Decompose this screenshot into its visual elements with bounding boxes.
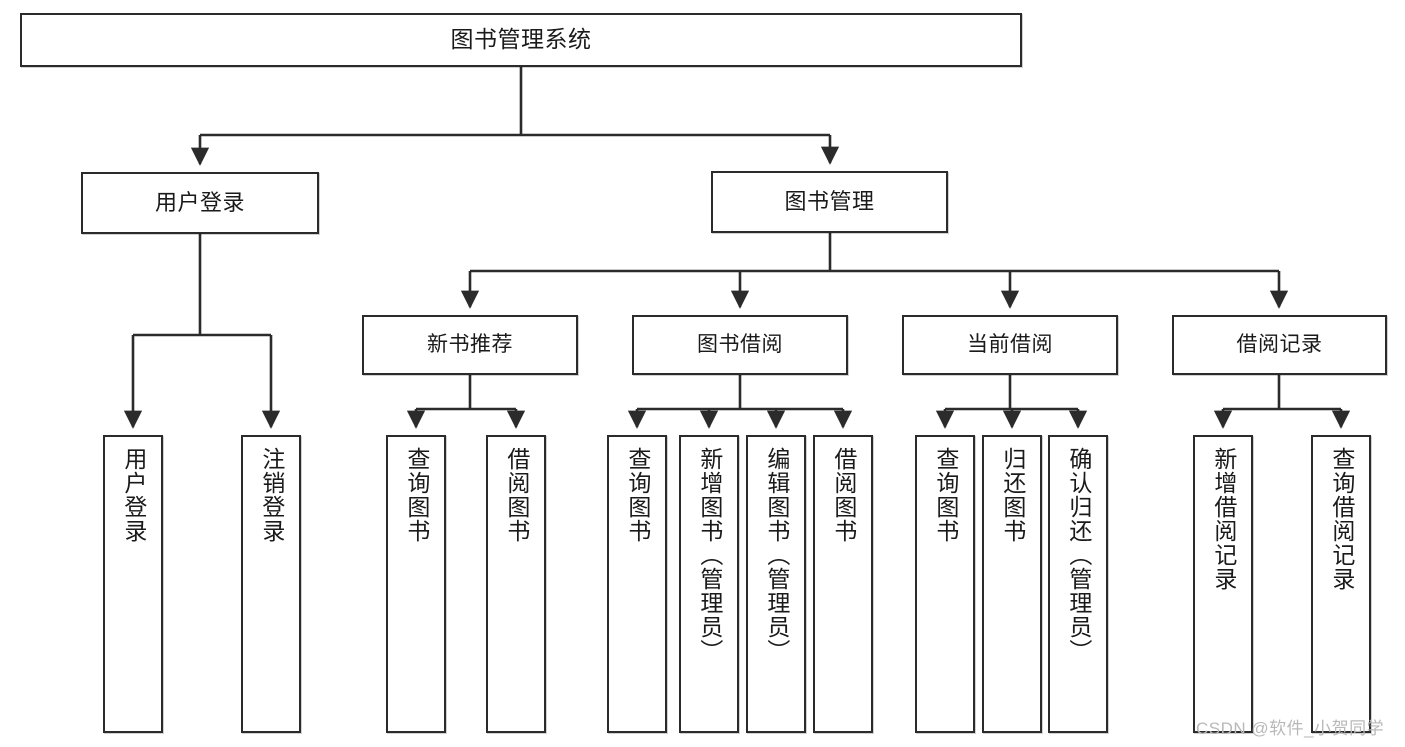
node-leaf-edit-book-admin[interactable]: 编辑图书（管理员） <box>746 435 806 733</box>
node-leaf-query-book-1-label: 查询图书 <box>403 447 430 543</box>
node-book-management[interactable]: 图书管理 <box>711 171 948 233</box>
node-leaf-add-borrow-record-label: 新增借阅记录 <box>1210 447 1237 591</box>
node-user-login[interactable]: 用户登录 <box>81 172 319 234</box>
node-current-borrow-label: 当前借阅 <box>967 332 1053 356</box>
node-book-management-label: 图书管理 <box>784 189 875 215</box>
node-leaf-query-book-2[interactable]: 查询图书 <box>607 435 667 733</box>
node-borrow-record[interactable]: 借阅记录 <box>1172 315 1387 375</box>
node-leaf-return-book[interactable]: 归还图书 <box>982 435 1042 733</box>
csdn-watermark: CSDN @软件_小贺同学 <box>1196 719 1385 738</box>
node-leaf-borrow-book-2-label: 借阅图书 <box>830 447 857 543</box>
node-book-borrow-label: 图书借阅 <box>697 332 783 356</box>
node-new-book-recommend[interactable]: 新书推荐 <box>362 315 578 375</box>
node-leaf-user-login[interactable]: 用户登录 <box>103 435 163 733</box>
node-leaf-edit-book-admin-label: 编辑图书（管理员） <box>763 447 790 663</box>
node-current-borrow[interactable]: 当前借阅 <box>902 315 1118 375</box>
node-book-borrow[interactable]: 图书借阅 <box>632 315 848 375</box>
node-leaf-add-borrow-record[interactable]: 新增借阅记录 <box>1193 435 1253 733</box>
node-root-label: 图书管理系统 <box>450 26 592 53</box>
node-leaf-query-book-1[interactable]: 查询图书 <box>386 435 446 733</box>
node-leaf-add-book-admin[interactable]: 新增图书（管理员） <box>679 435 739 733</box>
node-leaf-query-book-3[interactable]: 查询图书 <box>915 435 975 733</box>
node-borrow-record-label: 借阅记录 <box>1236 332 1323 356</box>
node-leaf-borrow-book-1-label: 借阅图书 <box>503 447 530 543</box>
node-leaf-confirm-return-admin[interactable]: 确认归还（管理员） <box>1048 435 1108 733</box>
node-leaf-borrow-book-2[interactable]: 借阅图书 <box>813 435 873 733</box>
node-root[interactable]: 图书管理系统 <box>20 13 1022 67</box>
node-leaf-user-logout-label: 注销登录 <box>258 447 285 543</box>
node-leaf-query-borrow-record[interactable]: 查询借阅记录 <box>1311 435 1371 733</box>
node-leaf-query-book-3-label: 查询图书 <box>932 447 959 543</box>
node-leaf-user-login-label: 用户登录 <box>120 447 147 543</box>
node-leaf-borrow-book-1[interactable]: 借阅图书 <box>486 435 546 733</box>
node-leaf-query-book-2-label: 查询图书 <box>624 447 651 543</box>
node-leaf-query-borrow-record-label: 查询借阅记录 <box>1328 447 1355 591</box>
node-leaf-confirm-return-admin-label: 确认归还（管理员） <box>1065 447 1092 663</box>
node-user-login-label: 用户登录 <box>154 190 245 216</box>
node-leaf-return-book-label: 归还图书 <box>999 447 1026 543</box>
node-leaf-add-book-admin-label: 新增图书（管理员） <box>696 447 723 663</box>
node-new-book-recommend-label: 新书推荐 <box>427 332 513 356</box>
node-leaf-user-logout[interactable]: 注销登录 <box>241 435 301 733</box>
